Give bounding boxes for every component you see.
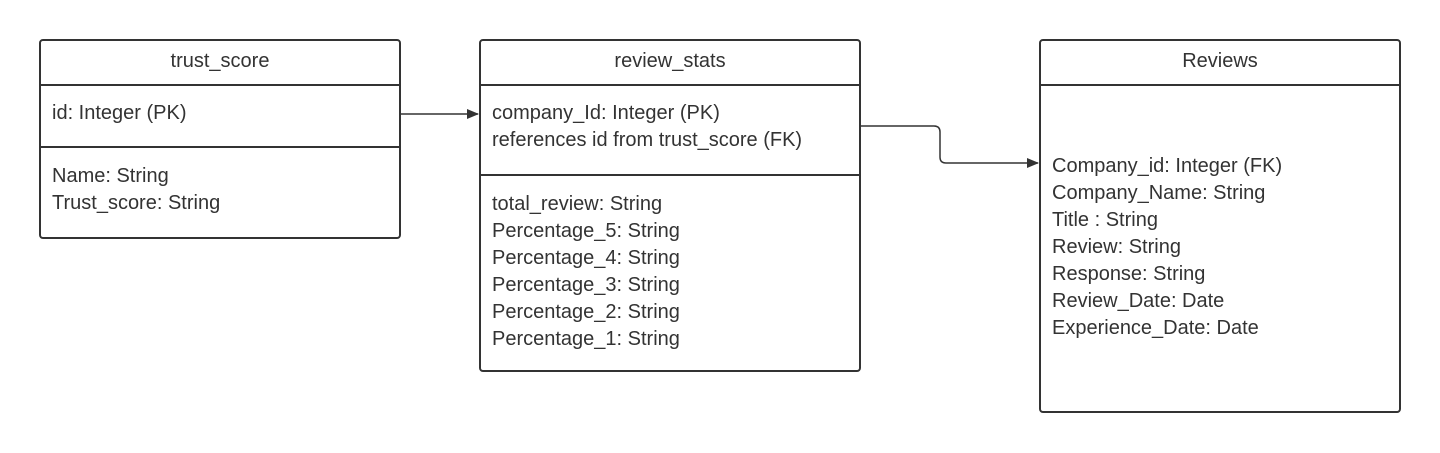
primary-key-section: company_Id: Integer (PK) references id f…	[481, 86, 859, 176]
entity-reviews[interactable]: Reviews Company_id: Integer (FK) Company…	[1039, 39, 1401, 413]
attributes-section: total_review: String Percentage_5: Strin…	[481, 176, 859, 353]
field-percentage-4: Percentage_4: String	[492, 247, 680, 269]
entity-trust-score[interactable]: trust_score id: Integer (PK) Name: Strin…	[39, 39, 401, 239]
field-references-note: references id from trust_score (FK)	[492, 129, 803, 151]
field-percentage-2: Percentage_2: String	[492, 301, 680, 323]
entity-review-stats[interactable]: review_stats company_Id: Integer (PK) re…	[479, 39, 861, 372]
field-trust-score: Trust_score: String	[52, 192, 221, 214]
field-total-review: total_review: String	[492, 193, 663, 215]
field-response: Response: String	[1052, 263, 1206, 285]
field-review: Review: String	[1052, 236, 1181, 258]
connector-review-stats-to-reviews	[860, 125, 1039, 168]
entity-title: review_stats	[481, 41, 859, 86]
field-name: Name: String	[52, 165, 169, 187]
entity-title: trust_score	[41, 41, 399, 86]
field-company-name: Company_Name: String	[1052, 182, 1266, 204]
field-company-id: company_Id: Integer (PK)	[492, 102, 720, 124]
field-percentage-5: Percentage_5: String	[492, 220, 680, 242]
entity-title: Reviews	[1041, 41, 1399, 86]
field-experience-date: Experience_Date: Date	[1052, 317, 1259, 339]
field-company-id: Company_id: Integer (FK)	[1052, 155, 1283, 177]
field-percentage-3: Percentage_3: String	[492, 274, 680, 296]
field-id: id: Integer (PK)	[52, 102, 187, 124]
field-title: Title : String	[1052, 209, 1158, 231]
field-review-date: Review_Date: Date	[1052, 290, 1225, 312]
primary-key-section: id: Integer (PK)	[41, 86, 399, 148]
attributes-section: Company_id: Integer (FK) Company_Name: S…	[1041, 153, 1399, 342]
attributes-section: Name: String Trust_score: String	[41, 148, 399, 217]
field-percentage-1: Percentage_1: String	[492, 328, 680, 350]
